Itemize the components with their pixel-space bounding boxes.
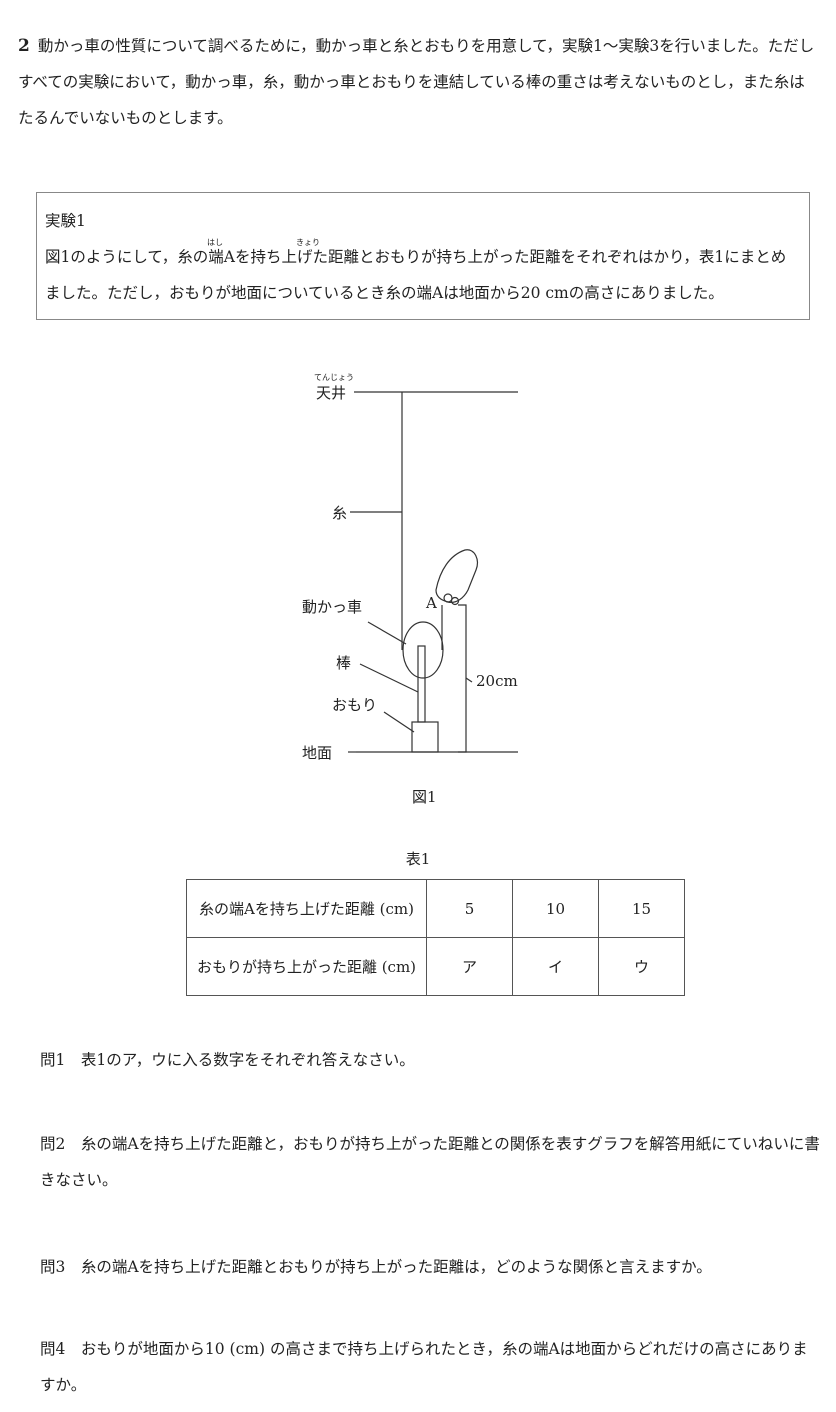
intro-text: 動かっ車の性質について調べるために，動かっ車と糸とおもりを用意して，実験1～実験…: [18, 37, 815, 127]
pulley: [402, 621, 444, 679]
table-row: 糸の端Aを持ち上げた距離 (cm) 5 10 15: [186, 879, 685, 938]
question-text: おもりが地面から10 (cm) の高さまで持ち上げられたとき，糸の端Aは地面から…: [40, 1340, 808, 1394]
question-label: 問4: [40, 1340, 66, 1358]
question-text: 糸の端Aを持ち上げた距離とおもりが持ち上がった距離は，どのような関係と言えますか…: [80, 1258, 712, 1276]
row-label: おもりが持ち上がった距離 (cm): [186, 937, 427, 996]
fingertip: [443, 593, 453, 603]
question-label: 問2: [40, 1135, 66, 1153]
table-cell: ア: [426, 937, 513, 996]
question-1: 問1 表1のア，ウに入る数字をそれぞれ答えなさい。: [40, 1042, 820, 1078]
height-bracket: [458, 604, 467, 753]
bracket-tick: [465, 677, 473, 683]
experiment1-text: 図1のようにして，糸の端Aを持ち上げた距離とおもりが持ち上がった距離をそれぞれは…: [45, 248, 787, 302]
figure1-drawing: [348, 391, 518, 753]
label-height: 20cm: [476, 672, 518, 690]
table-cell: 15: [598, 879, 685, 938]
label-pulley: 動かっ車: [302, 598, 363, 616]
experiment1-box: 実験1 図1のようにして，糸の端Aを持ち上げた距離とおもりが持ち上がった距離をそ…: [36, 192, 810, 320]
label-rod: 棒: [336, 654, 352, 672]
question-2: 問2 糸の端Aを持ち上げた距離と，おもりが持ち上がった距離との関係を表すグラフを…: [40, 1126, 820, 1198]
question-text: 表1のア，ウに入る数字をそれぞれ答えなさい。: [80, 1051, 415, 1069]
table-cell: イ: [512, 937, 599, 996]
question-3: 問3 糸の端Aを持ち上げた距離とおもりが持ち上がった距離は，どのような関係と言え…: [40, 1249, 820, 1285]
table-cell: ウ: [598, 937, 685, 996]
question-4: 問4 おもりが地面から10 (cm) の高さまで持ち上げられたとき，糸の端Aは地…: [40, 1331, 820, 1403]
table-cell: 5: [426, 879, 513, 938]
table1-caption: 表1: [405, 850, 431, 868]
question-label: 問1: [40, 1051, 66, 1069]
rod: [417, 645, 426, 723]
label-weight: おもり: [332, 696, 378, 714]
question-label: 問3: [40, 1258, 66, 1276]
rod-leader: [359, 663, 419, 693]
experiment1-title: 実験1: [45, 212, 86, 230]
row-label: 糸の端Aを持ち上げた距離 (cm): [186, 879, 427, 938]
weight-block: [411, 721, 439, 753]
fingertip2: [450, 596, 460, 606]
figure1-caption: 図1: [412, 788, 437, 806]
pulley-leader: [367, 621, 407, 645]
figure1: 天井 てんじょう 糸 動かっ車 棒 おもり 地面 A 20cm 図1: [280, 360, 600, 820]
ruby-hashi: はし: [207, 238, 223, 247]
table-cell: 10: [512, 879, 599, 938]
label-point-a: A: [426, 594, 437, 612]
label-string: 糸: [332, 504, 348, 522]
ruby-ceiling: てんじょう: [314, 373, 354, 382]
table1: 糸の端Aを持ち上げた距離 (cm) 5 10 15 おもりが持ち上がった距離 (…: [186, 879, 685, 996]
label-ceiling: 天井: [316, 384, 347, 402]
question-text: 糸の端Aを持ち上げた距離と，おもりが持ち上がった距離との関係を表すグラフを解答用…: [40, 1135, 820, 1189]
table-row: おもりが持ち上がった距離 (cm) ア イ ウ: [186, 937, 685, 996]
question-number: 2: [18, 36, 30, 56]
label-ground: 地面: [302, 744, 333, 762]
hand: [435, 549, 478, 603]
weight-leader: [383, 711, 415, 733]
ruby-kyori: きょり: [296, 238, 320, 247]
